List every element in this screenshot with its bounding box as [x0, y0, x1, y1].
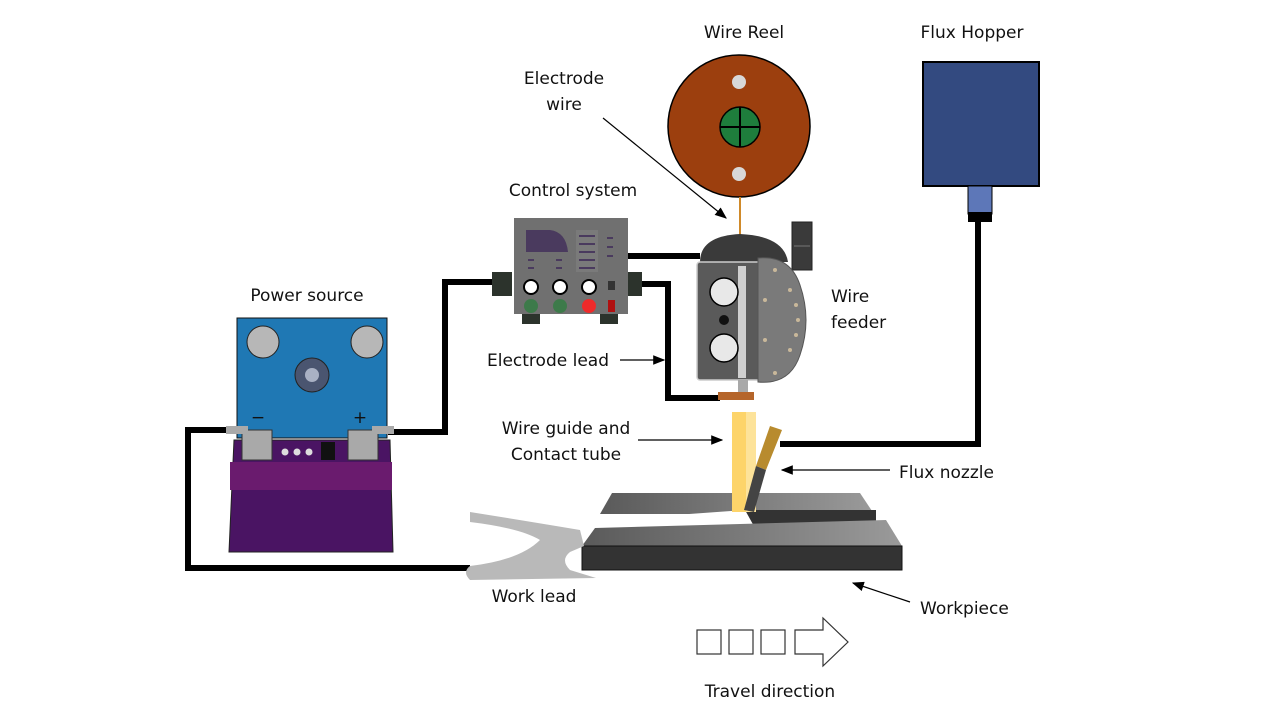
- flux-hopper-label: Flux Hopper: [921, 23, 1024, 43]
- leader-arrows: [602, 117, 911, 603]
- wire-reel: [667, 54, 811, 235]
- workpiece-label: Workpiece: [920, 599, 1009, 619]
- travel-direction-label: Travel direction: [704, 682, 835, 702]
- work-clamp: [466, 512, 596, 580]
- work-lead-label: Work lead: [492, 587, 577, 607]
- flux-nozzle: [744, 426, 782, 512]
- battery-plus-label: +: [353, 408, 367, 428]
- travel-direction-indicator: [696, 616, 849, 668]
- battery-minus-label: −: [251, 408, 265, 428]
- electrode-wire-label-line2: wire: [546, 95, 582, 115]
- power-source-label: Power source: [250, 286, 363, 306]
- green-button: [524, 299, 538, 313]
- electrode-wire-label-line1: Electrode: [524, 69, 604, 89]
- wire-guide-label-line1: Wire guide and: [502, 419, 631, 439]
- electrode-lead-label: Electrode lead: [487, 351, 609, 371]
- wire-feeder-label-line2: feeder: [831, 313, 886, 333]
- control-knobs: [523, 279, 597, 295]
- red-button: [582, 299, 596, 313]
- wire-reel-label: Wire Reel: [704, 23, 784, 43]
- power-source: − +: [226, 317, 394, 553]
- flux-nozzle-label: Flux nozzle: [899, 463, 994, 483]
- work-lead-cable: [185, 427, 470, 571]
- electrode-lead-cable: [628, 281, 720, 401]
- control-system: [492, 218, 642, 324]
- workpiece: [581, 493, 903, 571]
- wire-guide-label-line2: Contact tube: [511, 445, 621, 465]
- control-system-label: Control system: [509, 181, 637, 201]
- flux-hopper: [922, 61, 1040, 222]
- flux-hose: [780, 222, 981, 447]
- green-button: [553, 299, 567, 313]
- wire-feeder: [696, 221, 813, 400]
- wire-feeder-label-line1: Wire: [831, 287, 869, 307]
- power-to-control-cable: [388, 279, 500, 435]
- cables: [185, 222, 981, 571]
